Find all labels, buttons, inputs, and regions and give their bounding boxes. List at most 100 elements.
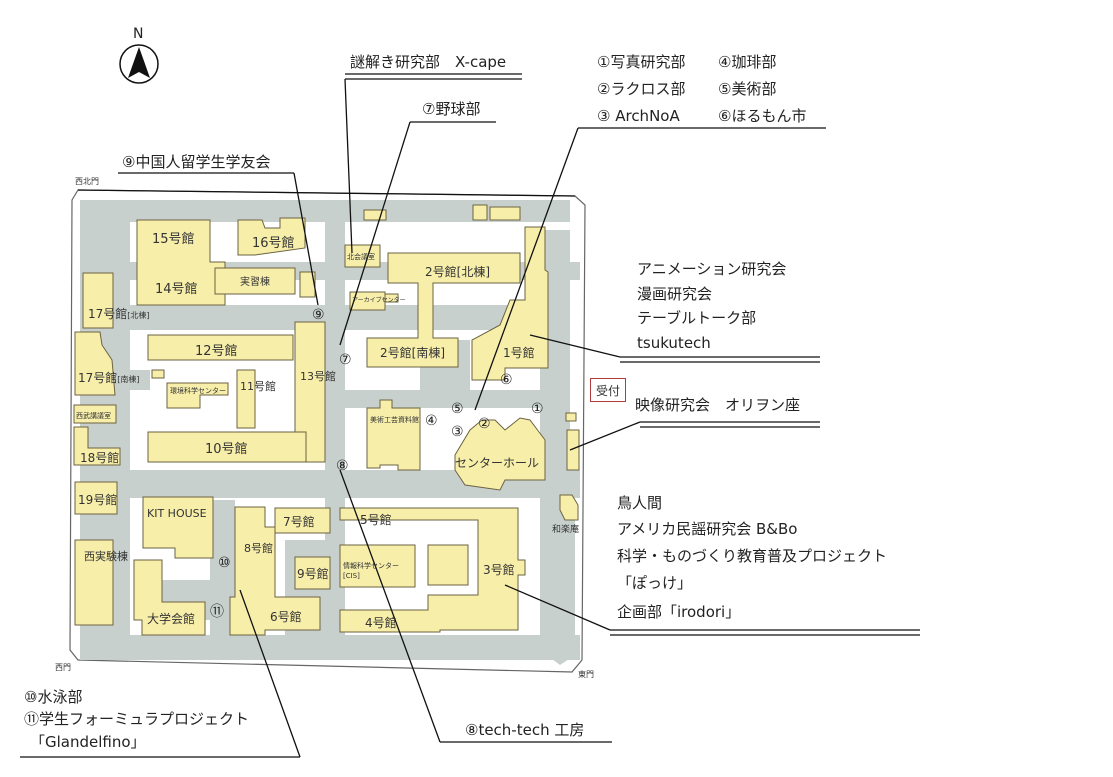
building-11	[236, 369, 256, 429]
building-5-3-4	[339, 507, 526, 633]
callout-b3-item: 「ぽっけ」	[617, 574, 693, 592]
label-b2s: 2号館[南棟]	[380, 345, 445, 360]
building-10	[147, 431, 307, 463]
building-labels: 15号館 14号館 16号館 実習棟 17号館[北棟] 17号館[南棟] 12号…	[55, 177, 594, 679]
building-archive-annex	[384, 293, 399, 303]
label-daigaku-kaikan: 大学会館	[147, 611, 195, 626]
marker-2: ②	[478, 416, 491, 432]
marker-7: ⑦	[339, 352, 352, 368]
building-small-n1	[363, 209, 387, 221]
callout-b3-item: 科学・ものづくり教育普及プロジェクト	[617, 547, 888, 565]
label-b8: 8号館	[244, 541, 273, 555]
callout-group1-item: ③ ArchNoA	[597, 107, 680, 125]
building-bijutsu	[366, 399, 421, 471]
label-b11: 11号館	[240, 379, 276, 393]
label-gate-west: 西門	[55, 663, 71, 672]
label-nishi-jikken: 西実験棟	[84, 549, 128, 563]
label-b19: 19号館	[78, 492, 117, 507]
label-center-hall: センターホール	[455, 456, 539, 470]
callout-techtech: ⑧tech-tech 工房	[465, 721, 585, 739]
leader-lines	[20, 78, 920, 758]
label-b1: 1号館	[503, 345, 535, 360]
label-b17s: 17号館[南棟]	[78, 370, 140, 385]
callout-b3-item: 鳥人間	[617, 494, 663, 512]
building-19	[74, 481, 118, 515]
label-b3: 3号館	[483, 562, 515, 577]
building-jisshu	[214, 267, 296, 295]
label-archive: アーカイブセンター	[352, 296, 406, 304]
buildings	[73, 204, 580, 636]
label-b5: 5号館	[360, 512, 392, 527]
building-12-annex	[151, 369, 165, 379]
building-small-n2	[472, 204, 488, 221]
callout-yakyu: ⑦野球部	[422, 100, 481, 118]
marker-8: ⑧	[336, 458, 349, 474]
building-kankyo	[166, 382, 229, 409]
callout-west-item: ⑩水泳部	[24, 688, 83, 706]
label-b9: 9号館	[297, 566, 329, 581]
building-cis	[339, 544, 416, 588]
callout-west-item: ⑪学生フォーミュラプロジェクト	[24, 710, 250, 728]
label-wakuan: 和楽庵	[552, 523, 579, 535]
callout-chugoku: ⑨中国人留学生学友会	[122, 153, 271, 171]
building-18	[73, 426, 121, 466]
callout-b1-item: アニメーション研究会	[637, 260, 787, 278]
building-small-n3	[489, 206, 521, 221]
callout-group1-item: ④珈琲部	[718, 53, 777, 71]
markers: ① ② ③ ④ ⑤ ⑥ ⑦ ⑧ ⑨ ⑩ ⑪	[210, 307, 544, 620]
label-cis: 情報科学センター	[343, 561, 399, 570]
callout-group1-item: ⑤美術部	[718, 80, 777, 98]
marker-1: ①	[531, 401, 544, 417]
building-1	[471, 226, 549, 381]
label-b18: 18号館	[80, 450, 119, 465]
label-b12: 12号館	[195, 344, 238, 359]
label-b15: 15号館	[152, 232, 195, 247]
building-8-6	[229, 506, 321, 636]
label-b14: 14号館	[155, 282, 198, 297]
marker-3: ③	[451, 424, 464, 440]
building-nishi-jikken	[74, 539, 114, 626]
building-15-14	[136, 219, 226, 306]
label-jisshu: 実習棟	[240, 275, 270, 288]
double-underlines	[345, 73, 920, 636]
label-gate-northwest: 西北門	[75, 177, 99, 186]
building-daigaku-kaikan	[133, 559, 206, 636]
building-kitakai	[344, 244, 381, 268]
label-b10: 10号館	[205, 442, 248, 457]
label-b2n: 2号館[北棟]	[425, 264, 490, 279]
label-gate-east: 東門	[578, 669, 594, 679]
callout-b3-item: アメリカ民謡研究会 B&Bo	[617, 520, 798, 538]
label-bijutsu: 美術工芸資料館	[370, 415, 419, 424]
label-b16: 16号館	[252, 236, 295, 251]
marker-6: ⑥	[500, 372, 513, 388]
callout-group1-item: ②ラクロス部	[597, 80, 686, 98]
label-b6: 6号館	[270, 609, 302, 624]
building-16	[237, 217, 306, 256]
compass-label: N	[133, 26, 144, 42]
label-b7: 7号館	[283, 514, 315, 529]
building-17s	[74, 331, 116, 396]
building-7	[274, 507, 331, 534]
building-east-small	[566, 429, 580, 471]
marker-11: ⑪	[210, 604, 224, 620]
building-17n	[82, 272, 114, 329]
callout-b1-item: tsukutech	[637, 334, 711, 352]
building-2	[366, 252, 521, 368]
marker-9: ⑨	[312, 307, 325, 323]
marker-5: ⑤	[451, 401, 464, 417]
compass-icon	[119, 44, 159, 84]
label-b17n: 17号館[北棟]	[88, 306, 150, 321]
callout-b1-item: テーブルトーク部	[637, 309, 757, 327]
label-seibu: 西武講議室	[76, 411, 111, 420]
label-b4: 4号館	[365, 615, 397, 630]
building-kit-house	[142, 496, 214, 559]
marker-10: ⑩	[218, 555, 231, 571]
building-3-court	[427, 544, 469, 586]
callout-group1-item: ⑥ほるもん市	[718, 107, 807, 125]
reception-label: 受付	[590, 378, 626, 402]
building-12	[147, 334, 294, 361]
callout-west-item: 「Glandelfino」	[30, 733, 146, 751]
label-kankyo: 環境科学センター	[170, 386, 226, 395]
marker-4: ④	[425, 413, 438, 429]
